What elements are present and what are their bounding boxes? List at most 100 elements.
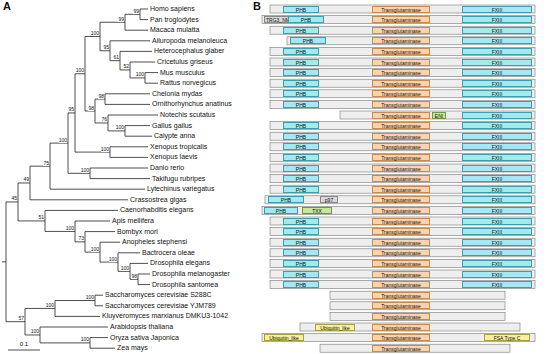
domain-name: Transglutaminase	[381, 91, 421, 97]
bootstrap-value: 99	[133, 8, 139, 14]
protein-bar	[270, 238, 535, 246]
fxiii-domain: FXIII	[462, 101, 532, 108]
species-name: Pan troglodytes	[150, 16, 199, 24]
tree-branch	[75, 73, 85, 74]
tree-branch	[100, 50, 110, 51]
panel-letter: A	[3, 0, 11, 12]
phb-domain: PHB	[283, 186, 319, 193]
protein-bar	[270, 132, 535, 140]
transglutaminase-domain: Transglutaminase	[372, 133, 430, 140]
protein-bar	[270, 217, 535, 225]
phb-domain: PHB	[283, 143, 319, 150]
protein-bar	[270, 228, 535, 236]
fxiii-domain: FXIII	[462, 154, 532, 161]
domain-name: PHB	[276, 208, 286, 214]
bootstrap-value: 100	[46, 302, 54, 308]
species-name: Bombyx mori	[117, 228, 158, 236]
domain-name: PHB	[296, 176, 306, 182]
phb-domain: PHB	[283, 271, 319, 278]
tree-branch	[75, 221, 110, 222]
tree-branch	[100, 242, 120, 243]
protein-bar	[270, 122, 535, 130]
species-name: Calypte anna	[154, 132, 195, 140]
tree-branch	[140, 9, 148, 10]
tree-branch	[95, 295, 103, 296]
tree-branch	[90, 168, 148, 169]
transglutaminase-domain: Transglutaminase	[372, 165, 430, 172]
fxiii-domain: FXIII	[462, 69, 532, 76]
phb-domain: PHB	[283, 218, 319, 225]
domain-name: Transglutaminase	[381, 272, 421, 278]
phb-domain: PHB	[283, 90, 319, 97]
domain-name: Transglutaminase	[381, 208, 421, 214]
species-name: Arabidopsis thaliana	[110, 323, 173, 331]
bootstrap-value: 95	[103, 44, 109, 50]
tree-branch	[105, 93, 150, 94]
domain-name: PHB	[296, 60, 306, 66]
domain-name: FXIII	[492, 166, 503, 172]
protein-bar	[270, 185, 535, 193]
domain-name: FXIII	[492, 219, 503, 225]
tree-branch	[68, 112, 75, 113]
species-name: Macaca mulatta	[150, 26, 199, 34]
domain-name: Transglutaminase	[381, 38, 421, 44]
fxiii-domain: FXIII	[462, 90, 532, 97]
fxiii-domain: FXIII	[462, 59, 532, 66]
domain-name: Transglutaminase	[381, 293, 421, 299]
domain-name: PHB	[296, 219, 306, 225]
phb-domain: PHB	[283, 175, 319, 182]
tree-branch	[30, 166, 50, 167]
tree-branch	[25, 308, 55, 309]
fxiii-domain: FXIII	[462, 143, 532, 150]
domain-name: PHB	[296, 272, 306, 278]
species-name: Takifugu rubripes	[152, 175, 205, 183]
domain-name: PHB	[296, 282, 306, 288]
tree-branch	[40, 342, 90, 343]
domain-name: Transglutaminase	[381, 134, 421, 140]
fxiii-domain: FXIII	[462, 228, 532, 235]
domain-name: PHB	[296, 49, 306, 55]
domain-name: FXIII	[492, 113, 503, 119]
domain-name: PHB	[296, 229, 306, 235]
domain-name: Transglutaminase	[381, 219, 421, 225]
domain-name: FSA Type C	[494, 335, 521, 341]
bootstrap-value: 100	[31, 328, 39, 334]
domain-name: Transglutaminase	[381, 49, 421, 55]
species-name: Heterocephalus glaber	[154, 47, 224, 55]
bootstrap-value: 98	[98, 93, 104, 99]
protein-bar	[270, 249, 535, 257]
fxiii-domain: FXIII	[462, 112, 532, 119]
species-name: Danio rerio	[150, 164, 184, 172]
domain-name: FXIII	[492, 250, 503, 256]
domain-name: FXIII	[492, 176, 503, 182]
domain-name: FXIII	[492, 38, 503, 44]
domain-name: PHB	[296, 250, 306, 256]
fxiii-domain: FXIII	[462, 48, 532, 55]
protein-bar	[287, 37, 535, 45]
phb-domain: PHB	[283, 101, 319, 108]
fxiii-domain: FXIII	[462, 239, 532, 246]
fxiii-domain: FXIII	[462, 186, 532, 193]
bootstrap-value: 100	[101, 146, 109, 152]
bootstrap-value: 100	[116, 124, 124, 130]
protein-bar	[270, 90, 535, 98]
tree-branch	[130, 62, 155, 63]
tree-branch	[145, 83, 158, 84]
yellow-domain: FSA Type C	[484, 334, 530, 341]
species-name: Apis mellifera	[112, 217, 154, 225]
panel-letter: B	[253, 0, 261, 12]
tree-branch	[130, 263, 148, 264]
protein-bar	[270, 26, 535, 34]
tree-branch	[55, 300, 95, 301]
tree-branch	[85, 252, 100, 253]
species-name: Gallus gallus	[152, 122, 192, 130]
species-name: Ornithorhynchus anatinus	[152, 100, 232, 108]
domain-name: FXIII	[492, 17, 503, 23]
domain-name: PHB	[296, 134, 306, 140]
protein-bar	[270, 143, 535, 151]
phb-domain: PHB	[288, 16, 324, 23]
transglutaminase-domain: Transglutaminase	[372, 101, 430, 108]
bootstrap-value: 76	[101, 116, 107, 122]
fxiii-domain: FXIII	[462, 249, 532, 256]
domain-name: Transglutaminase	[381, 17, 421, 23]
